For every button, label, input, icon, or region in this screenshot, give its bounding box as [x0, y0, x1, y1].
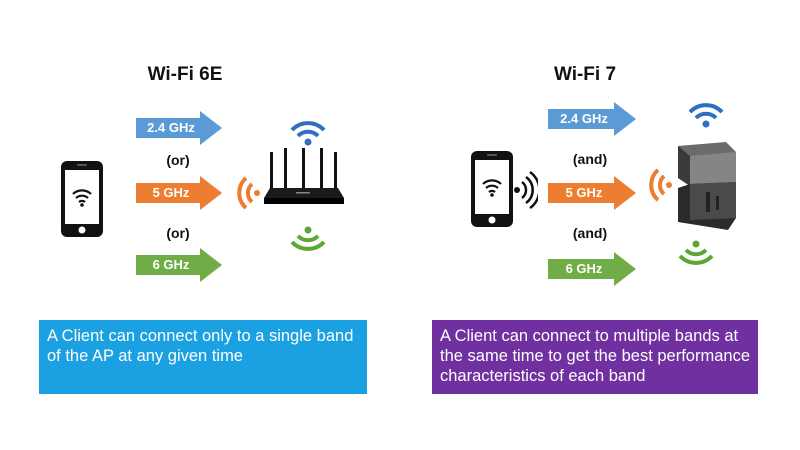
wifi-signal-green-icon	[678, 240, 714, 265]
wifi-signal-green-icon	[290, 226, 326, 251]
connector-and-2: (and)	[572, 225, 608, 241]
wifi-signal-orange-icon	[649, 168, 672, 202]
connector-or-1: (or)	[166, 152, 190, 168]
connector-and-1: (and)	[572, 151, 608, 167]
caption-wifi6e: A Client can connect only to a single ba…	[39, 320, 367, 394]
wifi6e-router-icon	[264, 148, 344, 204]
broadcast-signal-icon	[514, 170, 538, 210]
wifi7-router-icon	[678, 142, 736, 230]
band-arrow-6ghz: 6 GHz	[136, 248, 222, 282]
band-label: 6 GHz	[152, 257, 190, 272]
band-label: 6 GHz	[565, 261, 603, 276]
band-arrow-6ghz: 6 GHz	[548, 252, 636, 286]
band-label: 2.4 GHz	[560, 111, 608, 126]
connector-or-2: (or)	[166, 225, 190, 241]
smartphone-icon	[471, 151, 513, 227]
band-label: 2.4 GHz	[147, 120, 195, 135]
wifi-signal-blue-icon	[290, 121, 326, 146]
wifi-signal-blue-icon	[688, 103, 724, 128]
band-arrow-2-4ghz: 2.4 GHz	[548, 102, 636, 136]
wifi6e-title: Wi-Fi 6E	[147, 64, 223, 85]
band-label: 5 GHz	[565, 185, 603, 200]
smartphone-icon	[61, 161, 103, 237]
caption-wifi7: A Client can connect to multiple bands a…	[432, 320, 758, 394]
wifi-signal-orange-icon	[237, 176, 260, 210]
band-arrow-2-4ghz: 2.4 GHz	[136, 111, 222, 145]
band-arrow-5ghz: 5 GHz	[136, 176, 222, 210]
band-arrow-5ghz: 5 GHz	[548, 176, 636, 210]
wifi7-title: Wi-Fi 7	[553, 64, 617, 85]
band-label: 5 GHz	[152, 185, 190, 200]
